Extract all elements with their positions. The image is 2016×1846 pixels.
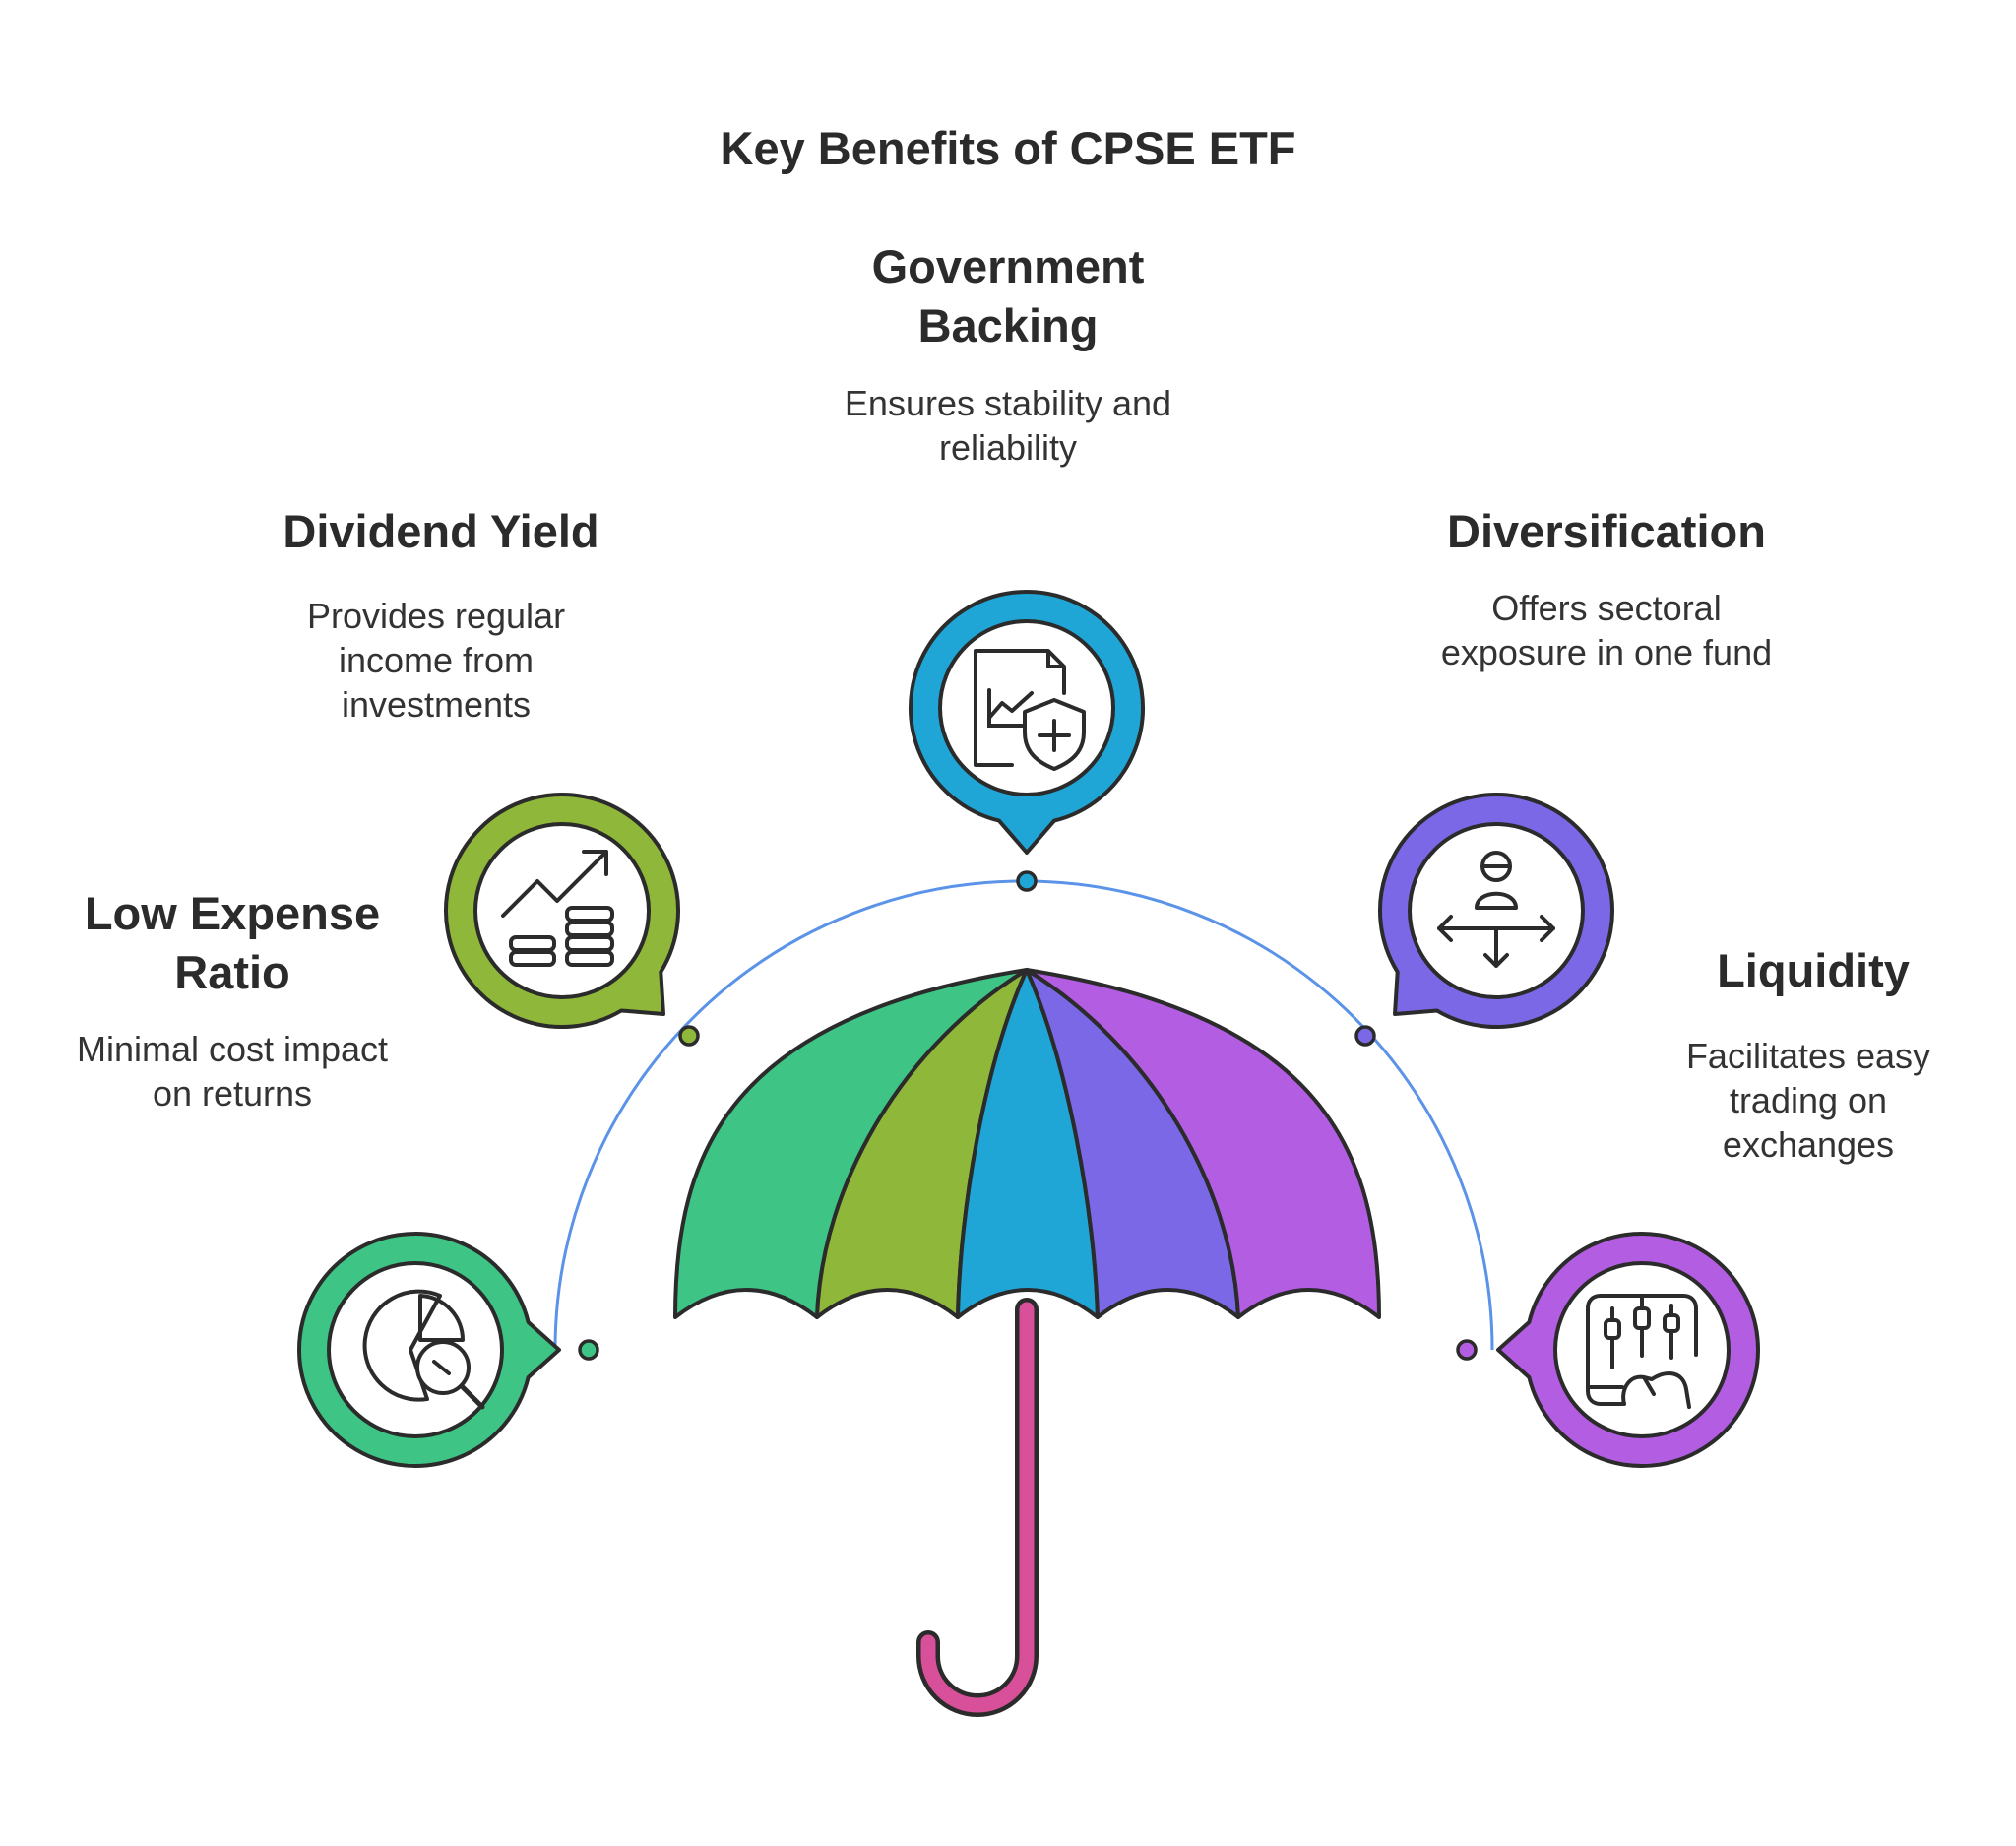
benefit-pin	[909, 590, 1145, 855]
pin-inner-circle	[327, 1261, 504, 1438]
description-line: Minimal cost impact	[76, 1029, 389, 1069]
description-line: exposure in one fund	[1440, 632, 1773, 672]
connector-dot	[578, 1339, 599, 1361]
description-line: exchanges	[1722, 1124, 1895, 1165]
benefit-heading-diversification: Diversification	[1410, 502, 1803, 561]
description-line: Ensures stability and	[844, 383, 1172, 423]
benefit-pin	[1496, 1232, 1760, 1468]
benefit-heading-government-backing: Government Backing	[811, 237, 1205, 355]
description-line: income from	[338, 640, 535, 680]
page-title: Key Benefits of CPSE ETF	[720, 122, 1296, 174]
pin-inner-circle	[1408, 822, 1585, 999]
benefit-description-low-expense-ratio: Minimal cost impact on returns	[35, 1027, 429, 1115]
benefit-description-liquidity: Facilitates easy trading on exchanges	[1611, 1034, 2005, 1167]
umbrella	[673, 968, 1381, 1717]
connector-dots	[578, 870, 1478, 1361]
description-line: Provides regular	[306, 596, 566, 636]
connector-dot	[678, 1025, 700, 1047]
benefit-heading-dividend-yield: Dividend Yield	[244, 502, 638, 561]
benefit-description-government-backing: Ensures stability and reliability	[777, 381, 1239, 470]
description-line: trading on	[1729, 1080, 1888, 1120]
connector-dot	[1354, 1025, 1376, 1047]
heading-line: Ratio	[174, 946, 290, 998]
pie-chart-magnifier-icon	[362, 1289, 485, 1410]
description-line: Facilitates easy	[1685, 1036, 1931, 1076]
heading-line: Liquidity	[1717, 944, 1910, 996]
growth-chart-coins-icon	[501, 850, 614, 967]
person-directions-icon	[1437, 851, 1555, 968]
benefit-pin	[297, 1232, 561, 1468]
heading-line: Low Expense	[84, 887, 381, 939]
heading-line: Dividend Yield	[283, 505, 599, 557]
heading-line: Government	[871, 240, 1145, 292]
umbrella-handle	[916, 1298, 1039, 1717]
description-line: on returns	[152, 1073, 313, 1114]
canopy-panel	[1025, 968, 1381, 1319]
connector-dot	[1456, 1339, 1478, 1361]
umbrella-canopy	[673, 968, 1381, 1319]
pin-inner-circle	[473, 822, 651, 999]
pin-inner-circle	[938, 619, 1115, 796]
description-line: Offers sectoral	[1491, 588, 1722, 628]
benefit-description-dividend-yield: Provides regular income from investments	[239, 594, 633, 727]
heading-line: Diversification	[1447, 505, 1766, 557]
benefit-pins	[297, 590, 1760, 1468]
phone-candlestick-icon	[1586, 1294, 1698, 1409]
connector-dot	[1016, 870, 1038, 892]
document-chart-shield-icon	[974, 649, 1086, 771]
description-line: investments	[341, 684, 532, 725]
umbrella-handle-fill	[920, 1302, 1035, 1713]
benefit-description-diversification: Offers sectoral exposure in one fund	[1390, 586, 1823, 674]
heading-line: Backing	[917, 299, 1099, 351]
benefit-heading-low-expense-ratio: Low Expense Ratio	[35, 884, 429, 1002]
benefit-heading-liquidity: Liquidity	[1616, 941, 2010, 1000]
benefit-pin	[444, 793, 680, 1029]
benefit-pin	[1378, 792, 1614, 1029]
description-line: reliability	[938, 427, 1078, 468]
